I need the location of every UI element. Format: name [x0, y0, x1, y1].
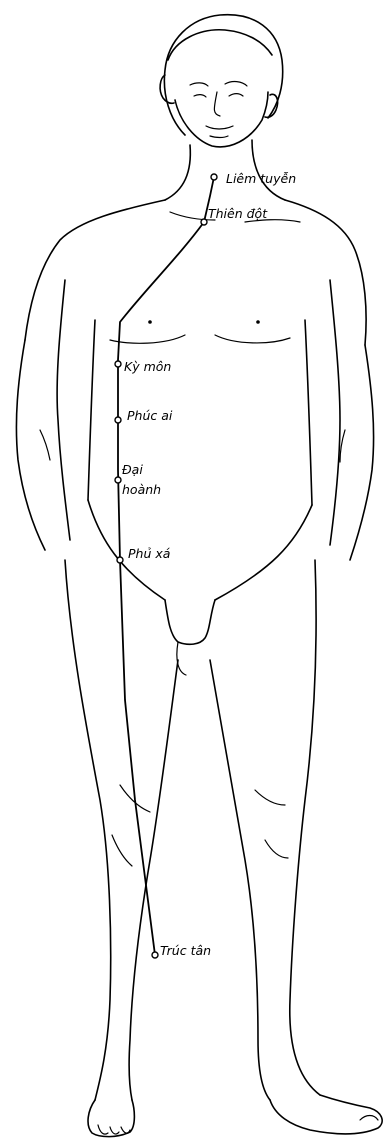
acupoint-phu-xa: Phủ xá [117, 546, 171, 563]
legs [65, 560, 320, 1100]
point-label: Liêm tuyễn [226, 171, 296, 186]
point-marker [211, 174, 217, 180]
point-label: Kỳ môn [124, 359, 171, 374]
point-marker [201, 219, 207, 225]
point-label: Phủ xá [128, 546, 171, 561]
acupoint-ky-mon: Kỳ môn [115, 359, 171, 374]
meridian-line [118, 177, 214, 955]
neck-and-shoulders [25, 140, 366, 345]
point-label-line2: hoành [122, 482, 161, 497]
point-marker [115, 417, 121, 423]
acupoint-truc-tan: Trúc tân [152, 943, 211, 958]
head [160, 15, 283, 147]
acupoint-dai-hoanh: Đại hoành [115, 462, 161, 497]
acupoint-thien-dot: Thiên đột [201, 206, 268, 225]
feet [88, 1095, 382, 1137]
point-label: Trúc tân [160, 943, 211, 958]
point-label: Phúc ai [127, 408, 173, 423]
point-marker [115, 477, 121, 483]
acupoint-phuc-ai: Phúc ai [115, 408, 173, 423]
point-label: Thiên đột [208, 206, 268, 221]
point-label-line1: Đại [122, 462, 143, 477]
pelvis [165, 600, 215, 675]
arms [16, 280, 373, 560]
acupoint-liem-tuyen: Liêm tuyễn [211, 171, 296, 186]
point-marker [115, 361, 121, 367]
point-marker [117, 557, 123, 563]
point-marker [152, 952, 158, 958]
